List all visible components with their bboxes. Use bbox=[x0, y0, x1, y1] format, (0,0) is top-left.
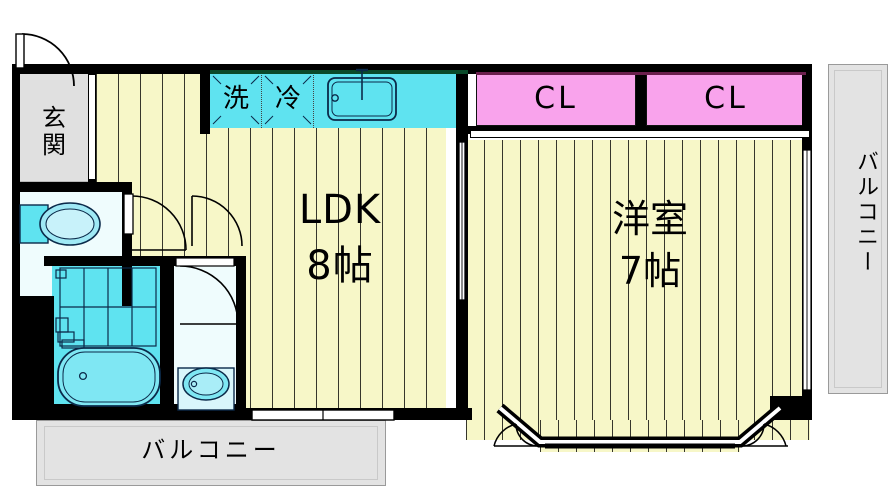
closet-left-label: CL bbox=[534, 81, 578, 116]
wall-bottom-ldk bbox=[240, 408, 472, 420]
closet-right-label: CL bbox=[704, 81, 748, 116]
ldk-hall-floor bbox=[96, 70, 136, 190]
wall-kitchen-left bbox=[200, 64, 210, 134]
wall-bath-right bbox=[160, 266, 174, 412]
wall-right bbox=[802, 64, 812, 146]
balcony-right bbox=[828, 64, 888, 394]
balcony-right-label: バルコニー bbox=[853, 150, 878, 275]
genkan-area bbox=[18, 72, 90, 182]
wall-top-left bbox=[12, 64, 468, 74]
wall-bath-bottom bbox=[44, 404, 246, 420]
wall-left-upper bbox=[12, 64, 20, 192]
balcony-bottom-inner-line bbox=[44, 426, 378, 480]
closet-right bbox=[646, 74, 806, 126]
wall-toilet-right bbox=[122, 182, 132, 306]
wall-bath-top bbox=[44, 256, 244, 266]
balcony-right-inner-line bbox=[834, 70, 882, 388]
genkan-threshold bbox=[88, 74, 96, 180]
wall-right-lower bbox=[802, 146, 812, 396]
wall-washroom-right bbox=[236, 256, 246, 416]
wall-right-bottom-stub bbox=[770, 396, 812, 420]
wall-left-mid bbox=[12, 190, 20, 300]
balcony-bottom-label: バルコニー bbox=[141, 436, 281, 464]
youshitsu-floor bbox=[466, 140, 810, 440]
balcony-bottom bbox=[36, 420, 386, 486]
youshitsu-size-label: 7帖 bbox=[618, 249, 682, 293]
bay-window-floor bbox=[540, 420, 740, 452]
wall-ldk-room-mid bbox=[456, 140, 468, 302]
wall-closet-divider bbox=[636, 64, 646, 130]
wall-ldk-room-bottom bbox=[456, 300, 468, 420]
youshitsu-name-label: 洋室 bbox=[611, 197, 688, 241]
closet-door-track bbox=[470, 130, 810, 138]
washer-label: 洗 bbox=[222, 84, 249, 114]
kitchen-counter-edge bbox=[210, 70, 468, 74]
unit-bath bbox=[52, 262, 164, 412]
closet-top-edge bbox=[476, 72, 806, 75]
washroom bbox=[172, 262, 240, 412]
wall-left-lower bbox=[12, 296, 54, 420]
ldk-name-label: LDK bbox=[298, 187, 382, 233]
genkan-label: 玄 関 bbox=[42, 104, 66, 159]
ldk-size-label: 8帖 bbox=[306, 243, 374, 289]
wall-genkan-bottom bbox=[12, 182, 132, 192]
fridge-label: 冷 bbox=[274, 84, 301, 114]
wall-ldk-room-top bbox=[456, 64, 468, 140]
